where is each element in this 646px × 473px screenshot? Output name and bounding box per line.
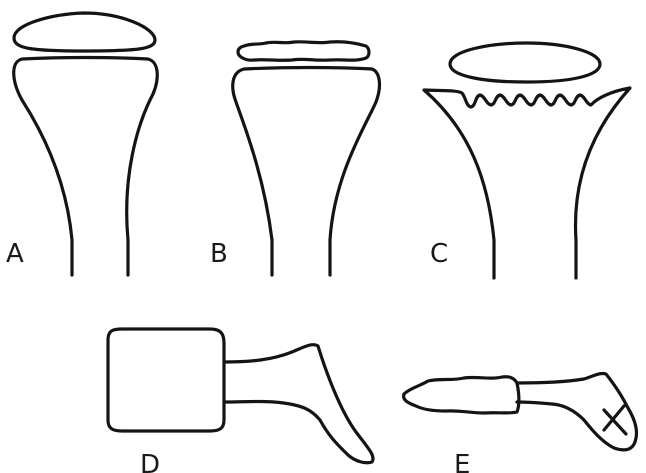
panel-a-label: A xyxy=(6,239,24,269)
panel-b: B xyxy=(210,42,379,275)
panel-a: A xyxy=(6,13,157,275)
panel-a-metaphysis xyxy=(14,58,158,276)
panel-b-label: B xyxy=(210,239,228,269)
panel-d: D xyxy=(108,329,373,473)
panel-c-epiphysis xyxy=(450,43,600,82)
panel-b-metaphysis xyxy=(233,68,380,276)
panel-d-label: D xyxy=(140,450,160,473)
panel-e-segment xyxy=(404,377,519,413)
panel-e-label: E xyxy=(454,450,470,473)
panel-b-epiphysis xyxy=(238,42,369,61)
panel-c-metaphysis xyxy=(424,88,630,278)
panel-c: C xyxy=(424,43,630,278)
panel-a-epiphysis xyxy=(14,13,155,51)
panel-e: E xyxy=(404,373,637,473)
panel-d-block xyxy=(108,329,224,431)
panel-c-label: C xyxy=(430,239,448,269)
panel-e-cross xyxy=(604,406,626,434)
panel-d-shaft xyxy=(224,345,373,463)
